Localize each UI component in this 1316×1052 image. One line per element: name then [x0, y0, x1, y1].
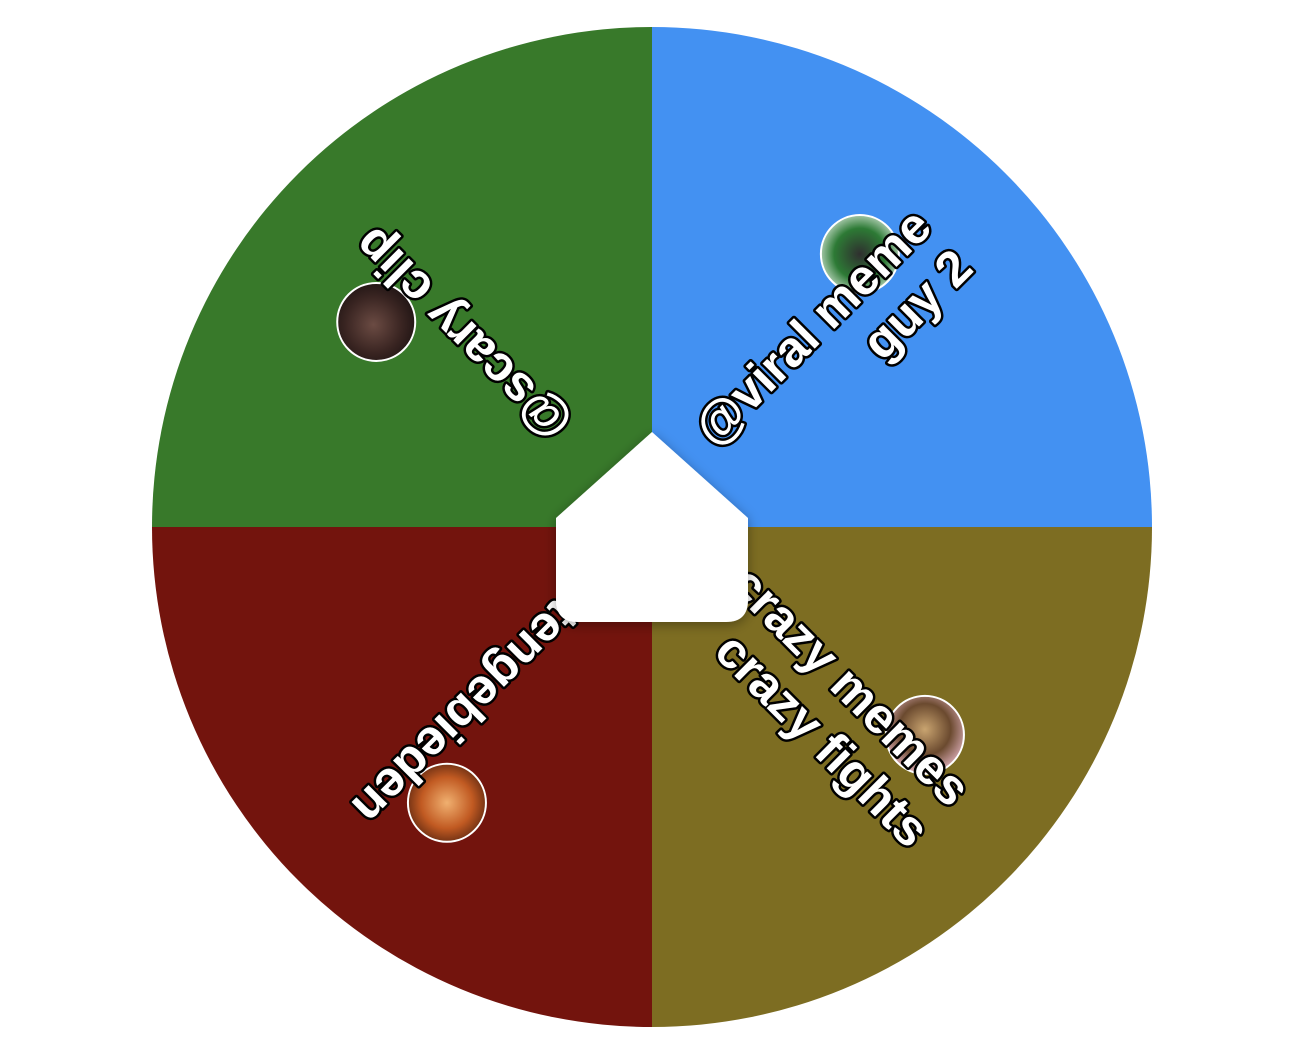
- dog-avatar: [884, 694, 965, 775]
- wheel-segment: [152, 527, 652, 1027]
- wheel-segment: [652, 27, 1152, 527]
- masked-figure-avatar: [819, 214, 900, 295]
- sunset-bird-avatar: [406, 762, 487, 843]
- wheel-segment: [652, 527, 1152, 1027]
- pointer-icon: [556, 432, 748, 622]
- wheel-pointer[interactable]: [556, 432, 748, 622]
- wheel-segment: [152, 27, 652, 527]
- person-portrait-avatar: [336, 281, 417, 362]
